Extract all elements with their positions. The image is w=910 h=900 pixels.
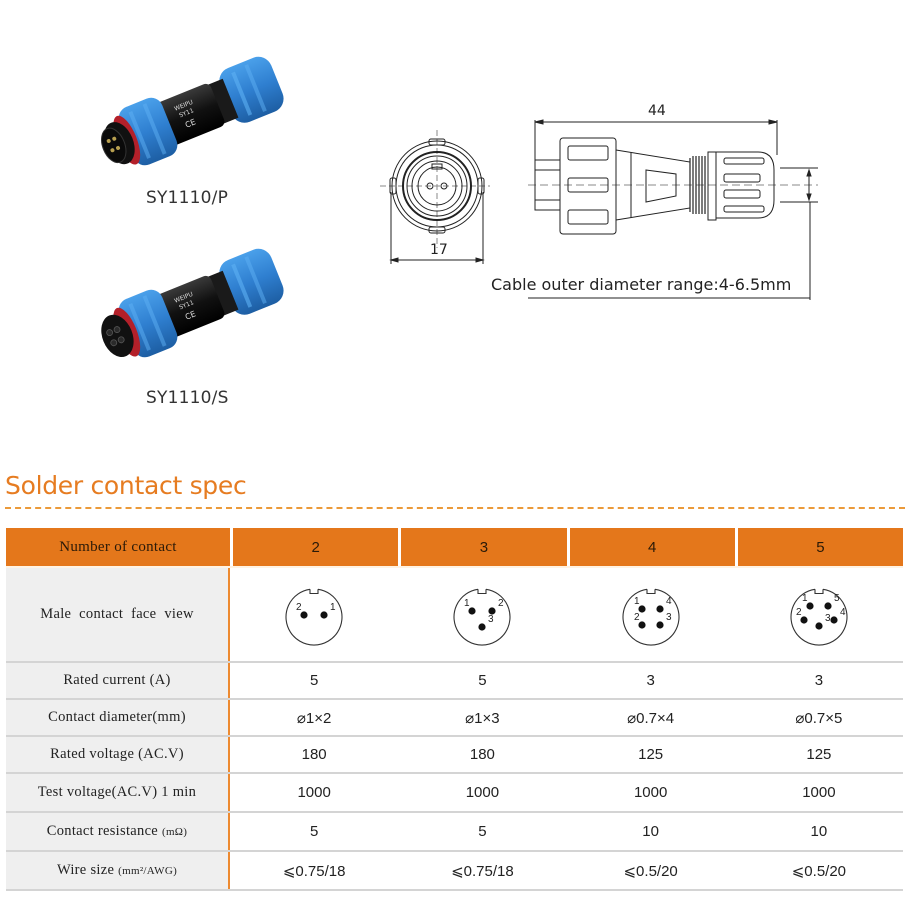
row-label: Test voltage(AC.V) 1 min (6, 774, 230, 811)
svg-text:5: 5 (834, 593, 840, 604)
table-cell: 125 (566, 737, 735, 772)
table-cell: 1000 (566, 774, 735, 811)
pin-layout-3-icon: 1 23 (453, 588, 511, 645)
table-cell: 3 (734, 663, 903, 698)
row-label: Wire size (mm²/AWG) (6, 852, 230, 889)
table-cell: ⩽0.75/18 (230, 852, 399, 889)
face-view-4pin: 1 4 2 3 (566, 568, 735, 661)
dimension-length-label: 44 (648, 103, 666, 119)
table-cell: 3 (566, 663, 735, 698)
pin-layout-4-icon: 1 4 2 3 (622, 588, 680, 645)
svg-text:1: 1 (802, 593, 808, 604)
svg-text:1: 1 (464, 598, 470, 609)
header-contacts-3: 3 (401, 528, 567, 566)
table-cell: 180 (398, 737, 567, 772)
table-cell: 125 (734, 737, 903, 772)
table-cell: ⌀0.7×4 (566, 700, 735, 735)
table-row-contact-diameter: Contact diameter(mm) ⌀1×2 ⌀1×3 ⌀0.7×4 ⌀0… (6, 700, 903, 737)
row-label: Contact diameter(mm) (6, 700, 230, 735)
table-row-test-voltage: Test voltage(AC.V) 1 min 1000 1000 1000 … (6, 774, 903, 813)
section-title: Solder contact spec (5, 471, 247, 500)
table-cell: ⌀0.7×5 (734, 700, 903, 735)
table-cell: 1000 (734, 774, 903, 811)
svg-text:1: 1 (330, 602, 336, 613)
side-view-drawing: 44 (528, 100, 818, 305)
table-row-contact-resistance: Contact resistance (mΩ) 5 5 10 10 (6, 813, 903, 852)
row-label: Contact resistance (mΩ) (6, 813, 230, 850)
svg-text:2: 2 (634, 612, 640, 623)
table-cell: 1000 (230, 774, 399, 811)
svg-text:2: 2 (498, 598, 504, 609)
table-row-rated-voltage: Rated voltage (AC.V) 180 180 125 125 (6, 737, 903, 774)
table-cell: ⩽0.5/20 (734, 852, 903, 889)
cable-diameter-note: Cable outer diameter range:4-6.5mm (491, 275, 792, 294)
table-cell: ⩽0.75/18 (398, 852, 567, 889)
svg-text:3: 3 (488, 614, 494, 625)
table-cell: 180 (230, 737, 399, 772)
table-cell: 10 (566, 813, 735, 850)
product-image-male: WEIPU SY11 CE (95, 40, 315, 190)
table-cell: ⌀1×3 (398, 700, 567, 735)
svg-text:CE: CE (184, 117, 197, 129)
front-view-drawing: 17 (380, 130, 490, 275)
table-cell: 5 (230, 663, 399, 698)
svg-text:3: 3 (666, 612, 672, 623)
table-cell: ⩽0.5/20 (566, 852, 735, 889)
svg-text:4: 4 (840, 607, 846, 618)
table-header-row: Number of contact 2 3 4 5 (6, 528, 903, 568)
table-cell: 5 (398, 663, 567, 698)
table-cell: 10 (734, 813, 903, 850)
product-label-male: SY1110/P (146, 188, 229, 208)
pin-layout-5-icon: 1 5 2 34 (790, 588, 848, 645)
svg-text:2: 2 (796, 607, 802, 618)
row-label: Rated voltage (AC.V) (6, 737, 230, 772)
svg-text:4: 4 (666, 596, 672, 607)
row-label: Male contact face view (6, 568, 230, 661)
header-contacts-4: 4 (569, 528, 735, 566)
header-label: Number of contact (6, 528, 230, 566)
connector-female-icon: WEIPU SY11 CE (101, 248, 284, 358)
svg-text:3: 3 (825, 613, 831, 624)
connector-male-icon: WEIPU SY11 CE (101, 56, 284, 166)
table-cell: 5 (230, 813, 399, 850)
dimension-width-label: 17 (430, 242, 448, 258)
table-cell: ⌀1×2 (230, 700, 399, 735)
product-label-female: SY1110/S (146, 388, 229, 408)
svg-text:2: 2 (296, 602, 302, 613)
table-row-rated-current: Rated current (A) 5 5 3 3 (6, 663, 903, 700)
section-divider (5, 507, 905, 509)
front-view-icon (380, 130, 490, 264)
side-view-icon (528, 119, 818, 300)
spec-table: Number of contact 2 3 4 5 Male contact f… (6, 528, 903, 891)
header-contacts-2: 2 (233, 528, 399, 566)
svg-text:CE: CE (184, 309, 197, 321)
header-contacts-5: 5 (737, 528, 903, 566)
svg-text:1: 1 (634, 596, 640, 607)
table-row-wire-size: Wire size (mm²/AWG) ⩽0.75/18 ⩽0.75/18 ⩽0… (6, 852, 903, 891)
table-cell: 1000 (398, 774, 567, 811)
row-label: Rated current (A) (6, 663, 230, 698)
product-image-female: WEIPU SY11 CE (95, 232, 315, 382)
table-cell: 5 (398, 813, 567, 850)
